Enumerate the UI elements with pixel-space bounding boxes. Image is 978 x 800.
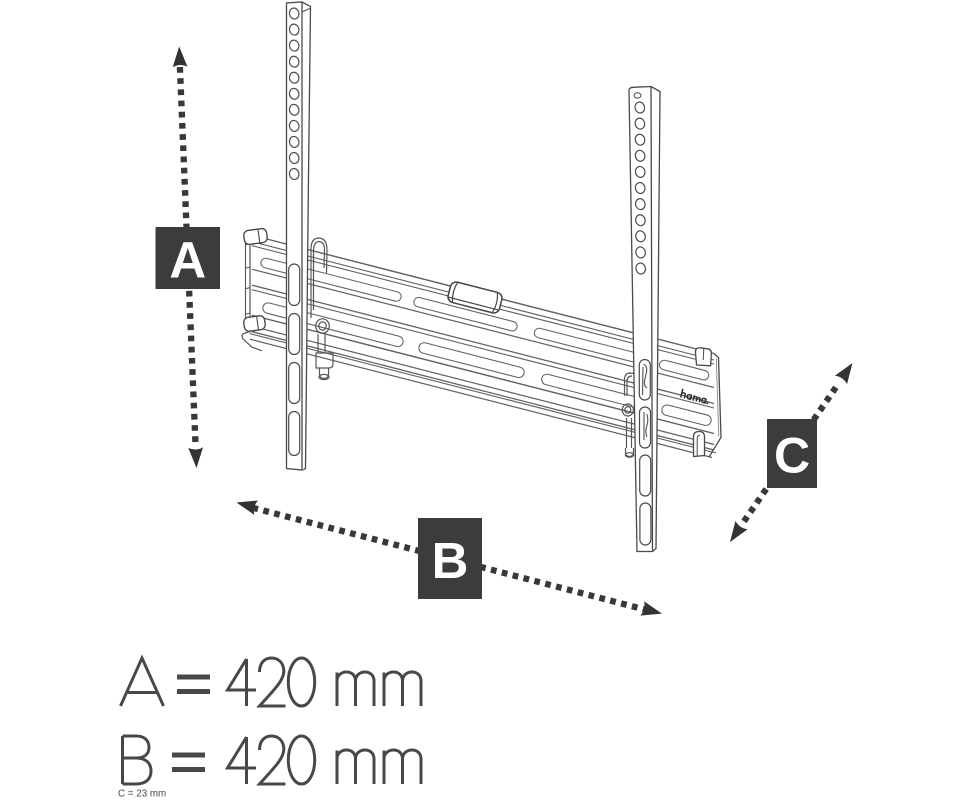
svg-text:C: C bbox=[774, 428, 810, 484]
svg-text:B: B bbox=[432, 532, 469, 589]
svg-text:C = 23 mm: C = 23 mm bbox=[118, 789, 166, 800]
svg-text:A: A bbox=[169, 232, 206, 289]
